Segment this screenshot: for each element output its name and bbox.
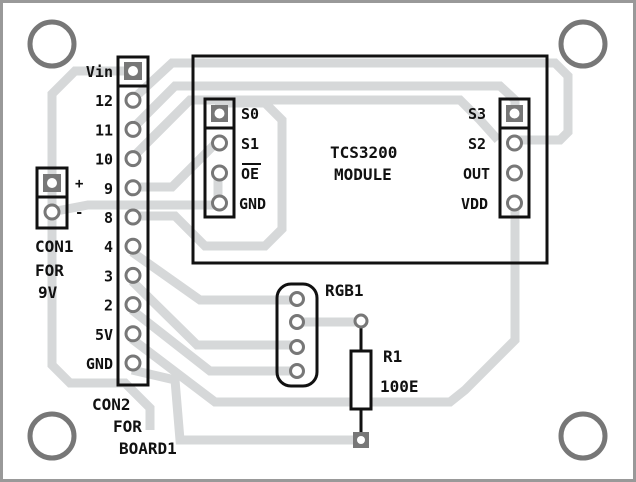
con2-pad-4 [124, 237, 142, 255]
rgb-pad-3 [289, 339, 305, 355]
con1-pin-plus-label: + [75, 176, 83, 192]
con2-pin-label: 4 [104, 238, 113, 256]
resistor-r1 [349, 313, 373, 448]
trace-gnd-left [47, 240, 155, 430]
trace-11 [128, 81, 520, 133]
module-outline [191, 54, 549, 265]
module-name-line1: TCS3200 [330, 143, 397, 162]
r1-body [349, 349, 373, 411]
con2-pad-9 [124, 179, 142, 197]
r1-designator: R1 [383, 347, 402, 366]
con2-pad-2 [124, 296, 142, 314]
r1-pad-top [353, 313, 369, 329]
module-left-header [203, 97, 236, 219]
con2-pad-10 [124, 150, 142, 168]
con1-designator: CON1 [35, 237, 74, 256]
mounting-hole-bottom-right [558, 411, 608, 461]
trace-5v [129, 205, 520, 407]
module-pad-s2 [506, 134, 523, 152]
con2-pin-labels: Vin 12 11 10 9 8 4 3 2 5V GND [86, 63, 113, 373]
con1-pad-minus [43, 203, 61, 221]
module-pin-s3-label: S3 [468, 105, 486, 123]
con2-pin-label: 5V [95, 326, 113, 344]
trace-12 [128, 58, 573, 145]
mounting-hole-top-left [27, 19, 77, 69]
con2-pin-label: 3 [104, 267, 113, 285]
trace-2 [129, 306, 296, 376]
con2-note-line1: FOR [113, 417, 142, 436]
trace-4 [129, 248, 296, 305]
con2-pad-12 [124, 91, 142, 109]
con2-pad-11 [124, 120, 142, 138]
con2-pin-label: 10 [95, 151, 113, 169]
con1-note-line2: 9V [38, 283, 58, 302]
con1-pin-minus-label: - [75, 205, 83, 221]
rgb-designator: RGB1 [325, 281, 364, 300]
con2-pin-label: 11 [95, 121, 113, 139]
con2-designator: CON2 [92, 395, 131, 414]
module-pad-gnd [211, 194, 228, 212]
mounting-hole-bottom-left [27, 411, 77, 461]
module-pad-out [506, 164, 523, 182]
con2-pin-label: 2 [104, 297, 113, 315]
rgb-pad-1 [289, 291, 305, 307]
module-pin-vdd-label: VDD [461, 195, 488, 213]
con2-pin-label: 8 [104, 209, 113, 227]
module-pin-oe-label: OE [241, 165, 259, 183]
module-pin-s2-label: S2 [468, 135, 486, 153]
con2-header [116, 55, 150, 387]
copper-traces [45, 58, 573, 445]
module-pin-out-label: OUT [463, 165, 490, 183]
con2-pin-label: 9 [104, 180, 113, 198]
module-pin-s1-label: S1 [241, 135, 259, 153]
trace-3 [128, 277, 296, 350]
con1-note-line1: FOR [35, 261, 64, 280]
con2-pin-label: GND [86, 355, 113, 373]
trace-gnd-r1 [130, 365, 360, 445]
module-pin-s0-label: S0 [241, 105, 259, 123]
rgb-led-footprint [275, 282, 319, 388]
con2-pad-gnd [124, 354, 142, 372]
con1-header [35, 166, 69, 230]
module-pad-s1 [211, 134, 228, 152]
con2-pin-label: Vin [86, 63, 113, 81]
rgb-pad-2 [289, 314, 305, 330]
con2-pin-label: 12 [95, 92, 113, 110]
rgb-outline [275, 282, 319, 388]
module-name-line2: MODULE [334, 165, 392, 184]
module-pad-vdd [506, 194, 523, 212]
module-pin-gnd-label: GND [239, 195, 266, 213]
con2-pad-8 [124, 208, 142, 226]
con2-pad-3 [124, 266, 142, 284]
con2-note-line2: BOARD1 [119, 439, 177, 458]
mounting-hole-top-right [558, 19, 608, 69]
r1-value: 100E [380, 377, 419, 396]
trace-10 [128, 95, 502, 162]
module-pad-oe [211, 164, 228, 182]
rgb-pad-4 [289, 363, 305, 379]
con2-pad-5v [124, 325, 142, 343]
con2-pads [124, 91, 142, 372]
con2-outline [116, 55, 150, 387]
trace-8 [132, 98, 287, 251]
trace-9 [132, 140, 219, 192]
module-right-header [498, 97, 531, 219]
